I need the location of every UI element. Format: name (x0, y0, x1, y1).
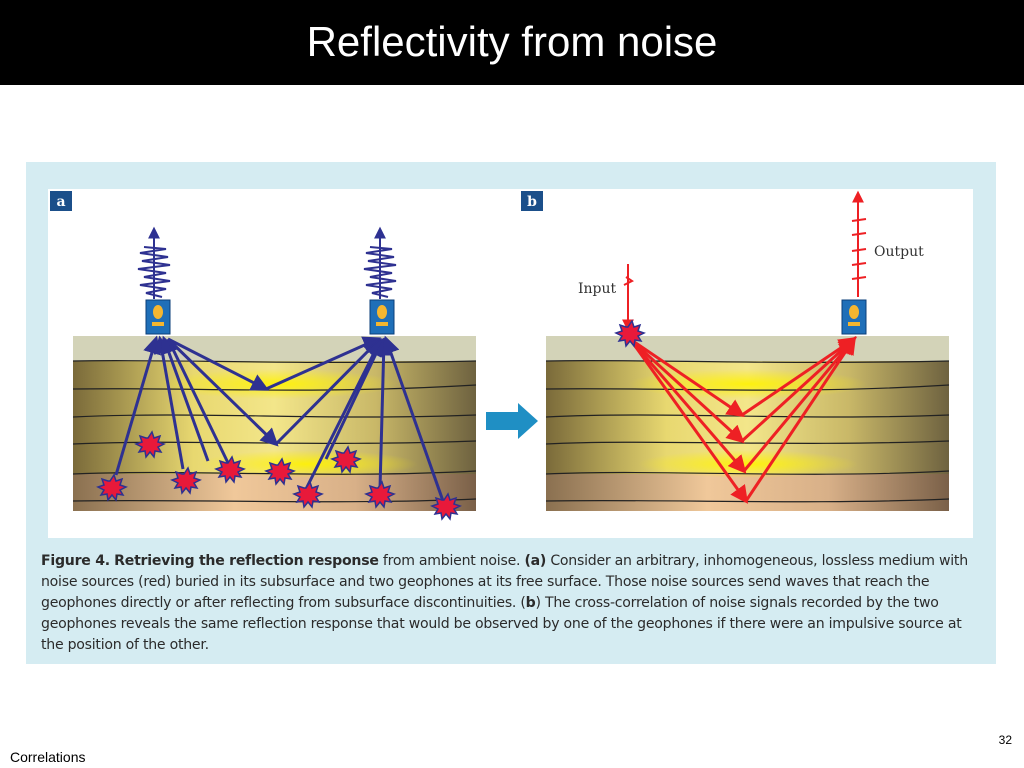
noise-source-icon (170, 466, 202, 495)
caption-heading: Retrieving the reflection response (114, 553, 379, 569)
panel-b-label: b (527, 194, 537, 210)
noise-source-icon (330, 445, 362, 474)
caption-b-close: ) (535, 595, 541, 611)
slide-title: Reflectivity from noise (306, 18, 718, 65)
seismogram-left (137, 226, 171, 299)
panel-b: b Input (521, 190, 950, 511)
noise-rays (114, 335, 445, 502)
noise-source-icon (96, 473, 128, 502)
panel-a: a (50, 191, 477, 521)
noise-source-icon (364, 480, 396, 509)
transition-arrow-icon (486, 403, 538, 439)
noise-source-icon (292, 480, 324, 509)
noise-source-icon (134, 430, 166, 459)
input-wavelet (622, 264, 634, 332)
title-bar (0, 0, 1024, 85)
panel-a-label-box (50, 191, 72, 211)
noise-source-icon (430, 492, 462, 521)
noise-source-icon (214, 455, 246, 484)
footer-text: Correlations (10, 749, 86, 765)
caption-text-3: The cross-correlation of noise signals r… (41, 595, 962, 653)
caption-text-2: Consider an arbitrary, inhomogeneous, lo… (41, 553, 968, 611)
caption-a-label: (a) (524, 553, 547, 569)
noise-source-icon (264, 457, 296, 486)
panel-a-label: a (56, 194, 65, 210)
output-wavelet (851, 190, 867, 297)
page-number: 32 (998, 733, 1012, 747)
figure-image: a (48, 189, 973, 538)
figure-caption: Figure 4. Retrieving the reflection resp… (41, 551, 981, 656)
caption-b-label: b (525, 595, 536, 611)
noise-source-icon (614, 319, 646, 348)
geophone-icon (369, 299, 395, 335)
geophone-icon (841, 299, 867, 335)
input-label: Input (578, 281, 617, 297)
reflection-rays (628, 336, 857, 504)
subsurface-layers-b (545, 336, 950, 511)
output-label: Output (874, 244, 924, 260)
noise-sources (96, 430, 462, 521)
panel-b-label-box (521, 191, 543, 211)
caption-b-open: ( (520, 595, 526, 611)
seismogram-right (363, 226, 397, 299)
caption-text-1: from ambient noise. (378, 553, 525, 569)
geophone-icon (145, 299, 171, 335)
figure-diagram: a (50, 190, 950, 521)
caption-figure-label: Figure 4. (41, 553, 110, 569)
